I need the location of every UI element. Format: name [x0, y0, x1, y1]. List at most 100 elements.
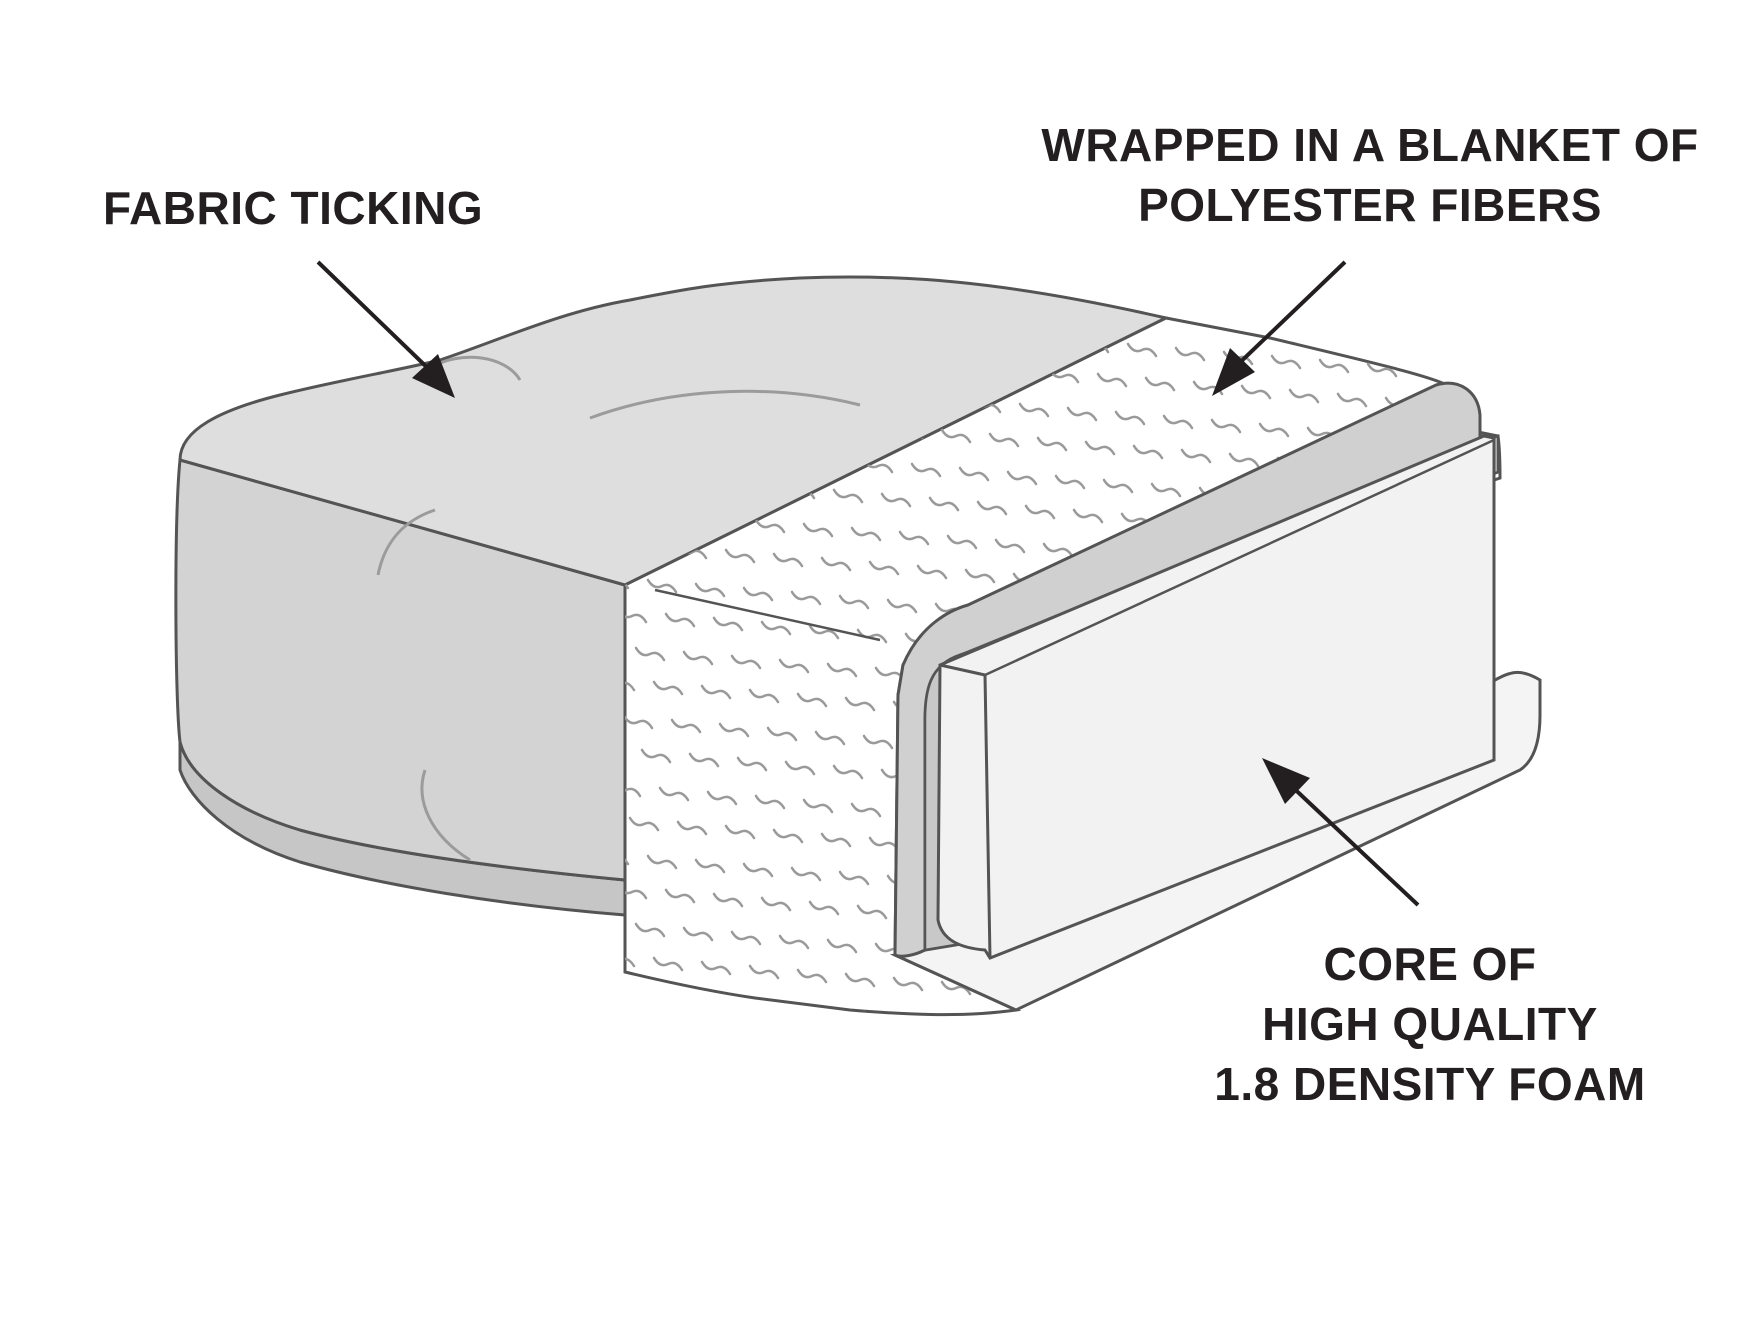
fiber-wave	[1366, 914, 1398, 930]
fiber-wave	[730, 654, 762, 670]
fiber-wave	[1752, 672, 1762, 684]
fiber-wave	[834, 1042, 862, 1054]
fiber-wave	[930, 1050, 958, 1062]
fiber-wave	[1336, 392, 1368, 408]
fiber-wave	[916, 564, 948, 580]
fiber-wave	[1018, 402, 1050, 418]
fiber-wave	[724, 824, 756, 840]
fiber-wave	[700, 684, 732, 700]
fiber-wave	[670, 994, 702, 1010]
fiber-wave	[738, 1034, 766, 1046]
fiber-wave	[1512, 376, 1540, 388]
label-foam-core: CORE OF HIGH QUALITY 1.8 DENSITY FOAM	[1180, 934, 1680, 1114]
fiber-wave	[1132, 444, 1164, 460]
fiber-wave	[1656, 664, 1684, 676]
fiber-wave	[1102, 478, 1134, 494]
fiber-wave	[1752, 948, 1762, 960]
fiber-wave	[826, 938, 858, 954]
fiber-wave	[778, 934, 810, 950]
fiber-wave	[1536, 792, 1564, 804]
fiber-wave	[1572, 588, 1600, 600]
fiber-wave	[1710, 770, 1738, 782]
fiber-wave	[1596, 728, 1624, 740]
fiber-wave	[1462, 370, 1494, 386]
label-foam-core-line-2: HIGH QUALITY	[1262, 998, 1598, 1050]
fiber-wave	[1680, 528, 1708, 540]
fiber-wave	[1414, 918, 1446, 934]
fiber-wave	[540, 916, 568, 928]
fiber-wave	[1524, 860, 1552, 872]
fiber-wave	[814, 730, 846, 746]
fiber-wave	[1692, 736, 1720, 748]
fiber-wave	[796, 692, 828, 708]
label-polyester-blanket-line-2: POLYESTER FIBERS	[1138, 179, 1602, 231]
fiber-wave	[625, 608, 648, 624]
ticking-stitch-4	[420, 769, 471, 862]
fiber-wave	[1650, 834, 1678, 846]
fiber-wave	[1348, 876, 1380, 892]
fiber-wave	[1474, 854, 1500, 870]
fiber-wave	[1716, 600, 1744, 612]
fiber-wave	[1228, 452, 1260, 468]
fiber-wave	[892, 976, 924, 992]
fiber-wave	[682, 650, 714, 666]
fiber-wave	[1710, 494, 1738, 506]
fiber-wave	[658, 786, 690, 802]
fiber-wave	[1674, 698, 1702, 710]
fiber-wave	[1614, 762, 1642, 774]
fiber-wave	[1122, 1066, 1150, 1078]
fiber-wave	[492, 912, 520, 924]
blanket-crease	[654, 588, 881, 642]
fiber-wave	[1126, 342, 1158, 358]
fiber-wave	[1674, 422, 1702, 434]
fiber-wave	[1686, 906, 1714, 918]
fiber-wave	[1480, 404, 1500, 420]
fiber-wave	[808, 900, 840, 916]
fiber-wave	[625, 952, 636, 968]
fiber-wave	[1590, 622, 1618, 634]
fiber-wave	[1512, 652, 1540, 664]
fiber-wave	[754, 794, 786, 810]
fiber-wave	[510, 946, 538, 958]
fiber-wave	[1132, 996, 1164, 1012]
fiber-wave	[1680, 1080, 1708, 1092]
fiber-wave	[1746, 1118, 1762, 1130]
fiber-wave	[1704, 944, 1732, 956]
fiber-wave	[1008, 1024, 1036, 1036]
fiber-wave	[1614, 486, 1642, 498]
fiber-wave	[652, 956, 684, 972]
fiber-wave	[790, 590, 822, 606]
fiber-wave	[1378, 846, 1410, 862]
fiber-wave	[1300, 872, 1332, 888]
fiber-wave	[1704, 668, 1732, 680]
fiber-wave	[1602, 554, 1630, 566]
fiber-wave	[1758, 774, 1762, 786]
fiber-wave	[978, 1054, 1006, 1066]
fiber-wave	[1722, 426, 1750, 438]
fiber-wave	[796, 968, 828, 984]
fiber-wave	[670, 718, 702, 734]
fiber-wave	[664, 888, 696, 904]
fiber-wave	[694, 858, 726, 874]
fiber-wave	[1258, 422, 1290, 438]
fiber-wave	[712, 616, 744, 632]
fiber-wave	[742, 586, 774, 602]
fiber-wave	[588, 920, 616, 932]
fiber-wave	[958, 466, 990, 482]
fiber-wave	[1710, 1046, 1738, 1058]
fiber-wave	[700, 960, 732, 976]
fiber-wave	[1240, 384, 1272, 400]
fiber-wave	[1498, 442, 1500, 458]
fiber-wave	[1366, 362, 1398, 378]
fiber-wave	[625, 676, 636, 692]
fiber-wave	[820, 832, 852, 848]
fiber-wave	[1644, 732, 1672, 744]
fiber-wave	[1114, 962, 1146, 978]
fiber-wave	[1536, 516, 1564, 528]
fiber-wave	[790, 866, 822, 882]
fiber-wave	[498, 1014, 526, 1026]
fiber-wave	[1620, 868, 1648, 880]
fiber-wave	[736, 756, 768, 772]
fiber-wave	[1560, 380, 1588, 392]
